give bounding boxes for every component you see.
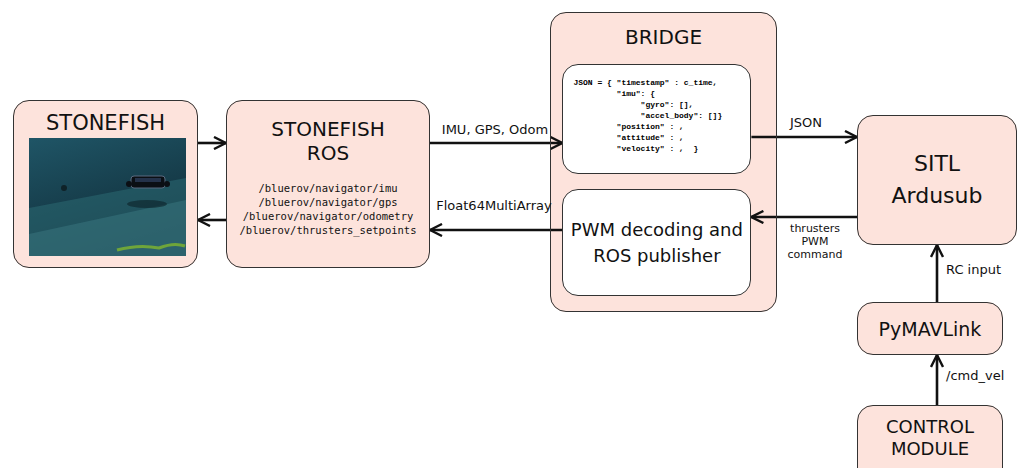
box-fill	[550, 12, 777, 312]
code-line: "velocity" : , }	[617, 143, 699, 154]
seafloor-slope	[29, 200, 186, 256]
box-title: STONEFISH	[46, 111, 165, 135]
control-box: CONTROL MODULE	[857, 405, 1003, 468]
library-box: PyMAVLink	[857, 302, 1003, 355]
arrow-connector	[751, 216, 857, 219]
seaweed	[117, 245, 185, 251]
topic-name: /bluerov/thrusters_setpoints	[239, 223, 416, 237]
box-label: PWM decoding and ROS publisher	[569, 217, 744, 269]
group-title: BRIDGE	[625, 25, 702, 49]
box-label: CONTROL MODULE	[874, 416, 986, 460]
autopilot-box: SITL Ardusub	[857, 115, 1017, 245]
box-fill	[13, 100, 198, 268]
arrow-connector	[430, 142, 562, 145]
fish	[61, 185, 67, 191]
json-box: JSON = { "timestamp" : c_time,"imu": {"g…	[562, 64, 751, 174]
arrow-connector	[751, 136, 857, 139]
box-fill	[857, 302, 1003, 355]
seafloor	[29, 178, 186, 256]
simulator-screenshot	[29, 138, 186, 256]
box-fill	[857, 405, 1003, 468]
topic-name: /bluerov/navigator/odometry	[243, 209, 414, 223]
code-line: "accel_body": []}	[641, 110, 723, 121]
bridge-group: BRIDGE JSON = { "timestamp" : c_time,"imu…	[550, 12, 777, 312]
code-line: JSON = { "timestamp" : c_time,	[573, 77, 717, 88]
rov	[126, 176, 170, 188]
water	[29, 138, 186, 256]
box-label: PyMAVLink	[879, 318, 982, 340]
simulator-box: STONEFISH	[13, 100, 198, 268]
edge-label: IMU, GPS, Odom	[436, 122, 554, 137]
ros-box: STONEFISH ROS/bluerov/navigator/imu/blue…	[226, 100, 430, 268]
box-fill	[857, 115, 1017, 245]
edge-label: thrusters PWM command	[778, 222, 852, 261]
code-line: "gyro": [],	[641, 99, 694, 110]
arrow-connector	[198, 219, 226, 222]
code-line: "position" : ,	[617, 121, 684, 132]
topic-name: /bluerov/navigator/gps	[258, 195, 397, 209]
edge-label: /cmd_vel	[946, 368, 1022, 383]
edge-label: RC input	[946, 262, 1022, 277]
shadow	[127, 200, 167, 208]
code-line: "imu": {	[617, 88, 655, 99]
edge-label: JSON	[766, 115, 846, 130]
arrow-connector	[936, 355, 939, 405]
box-label: SITL Ardusub	[885, 148, 989, 212]
process-box: PWM decoding and ROS publisher	[562, 189, 751, 296]
box-fill	[226, 100, 430, 268]
box-title: STONEFISH ROS	[258, 117, 398, 165]
topic-name: /bluerov/navigator/imu	[258, 181, 397, 195]
edge-label: Float64MultiArray	[430, 198, 558, 213]
arrow-connector	[430, 229, 562, 232]
code-line: "attitude" : ,	[617, 132, 684, 143]
arrow-connector	[198, 142, 226, 145]
arrow-connector	[936, 245, 939, 302]
